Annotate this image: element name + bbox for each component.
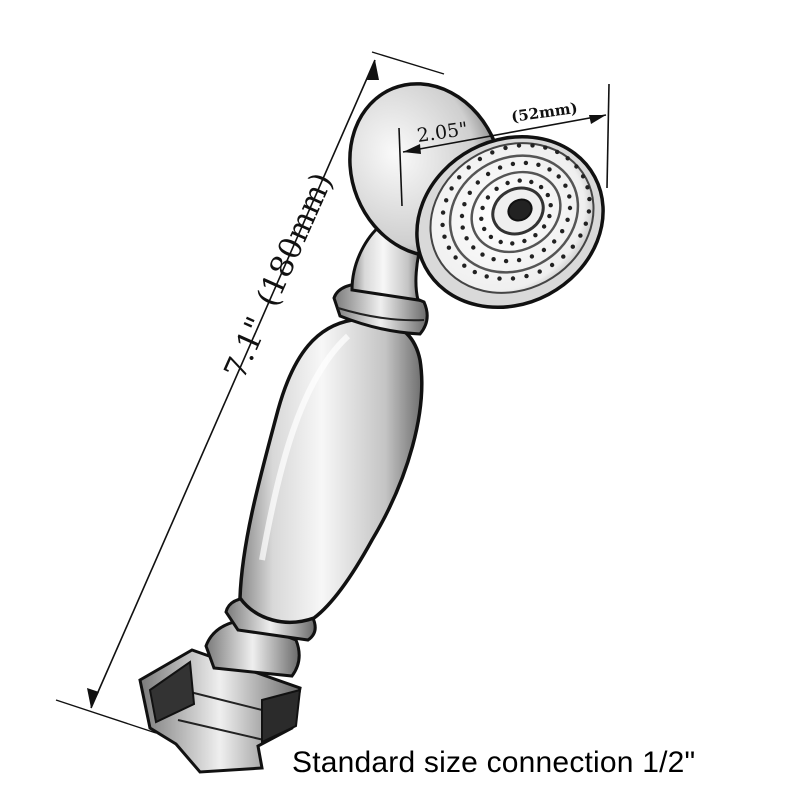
spray-nozzles — [440, 143, 592, 281]
spray-nozzle-dot — [533, 233, 538, 238]
length-metric-label: (180mm) — [250, 167, 341, 312]
spray-face — [415, 134, 605, 310]
diameter-extension-left — [398, 127, 403, 207]
spray-nozzle-dot — [541, 247, 547, 253]
diameter-dimension-line — [402, 114, 607, 153]
spray-nozzle-dot — [485, 195, 491, 200]
spray-nozzle-dot — [510, 276, 516, 281]
spray-nozzle-dot — [497, 165, 503, 170]
spray-nozzle-dot — [560, 229, 565, 234]
length-imperial-label: 7.1" — [217, 312, 276, 385]
spray-nozzle-dot — [440, 210, 446, 215]
spray-nozzle-dot — [453, 255, 458, 260]
spray-nozzle-dot — [462, 263, 467, 268]
connection-size-caption: Standard size connection 1/2" — [292, 746, 696, 779]
spray-nozzle-dot — [480, 205, 485, 211]
spray-nozzle-dot — [538, 184, 544, 190]
spray-nozzle-dot — [446, 245, 452, 250]
spray-nozzle-dot — [556, 174, 561, 179]
spray-nozzle-dot — [523, 160, 529, 166]
spray-nozzle-dot — [549, 262, 555, 268]
spray-nozzle-dot — [462, 202, 467, 207]
spray-nozzle-dot — [552, 239, 557, 244]
spray-nozzle-dot — [471, 245, 476, 250]
spray-nozzle-dot — [545, 192, 550, 198]
spray-nozzle-dot — [482, 226, 487, 232]
spray-nozzle-dot — [567, 194, 572, 199]
spray-nozzle-dot — [490, 150, 495, 155]
spray-nozzle-dot — [561, 254, 566, 259]
spray-nozzle-dot — [567, 205, 573, 211]
spray-nozzle-dot — [491, 257, 496, 262]
spray-nozzle-dot — [488, 234, 494, 240]
spray-nozzle-dot — [537, 269, 542, 274]
spray-nozzle-dot — [574, 164, 579, 169]
hose-connector — [138, 618, 302, 774]
spray-nozzle-dot — [457, 175, 462, 180]
spray-nozzle-dot — [494, 186, 499, 191]
spray-nozzle-dot — [516, 257, 522, 263]
spray-nozzle-dot — [565, 156, 570, 161]
spray-nozzle-dot — [467, 190, 472, 195]
spray-nozzle-dot — [442, 234, 447, 239]
length-extension-top — [371, 51, 445, 75]
spray-nozzle-dot — [565, 217, 570, 222]
spray-nozzle-dot — [583, 221, 588, 226]
length-arrow-top — [367, 60, 379, 80]
spray-center-nozzle — [507, 198, 533, 222]
spray-nozzle-dot — [516, 143, 522, 148]
spray-nozzle-dot — [479, 216, 484, 221]
spray-nozzle-dot — [464, 236, 469, 241]
spray-nozzle-dot — [440, 222, 445, 228]
spray-nozzle-dot — [475, 180, 480, 185]
spray-nozzle-dot — [460, 225, 465, 230]
spray-nozzle-dot — [522, 238, 527, 244]
spray-nozzle-dot — [524, 273, 529, 279]
spray-nozzle-dot — [563, 183, 568, 188]
length-arrow-bottom — [87, 688, 99, 708]
spray-nozzle-dot — [466, 165, 471, 170]
diameter-arrow-right — [589, 115, 606, 124]
spray-nozzle-dot — [548, 203, 553, 208]
spray-nozzle-dot — [530, 143, 535, 148]
spray-nozzle-dot — [536, 162, 541, 167]
spray-nozzle-dot — [547, 213, 552, 219]
length-extension-bottom — [55, 699, 157, 734]
spray-nozzle-dot — [547, 167, 552, 172]
spray-nozzle-dot — [449, 186, 454, 191]
spray-nozzle-dot — [444, 198, 449, 203]
spray-nozzle-dot — [503, 145, 508, 151]
spray-nozzle-dot — [586, 209, 592, 214]
spray-nozzle-dot — [555, 149, 560, 155]
handle — [238, 317, 424, 624]
spray-nozzle-dot — [529, 254, 535, 259]
spray-nozzle-dot — [543, 145, 548, 150]
spray-nozzle-dot — [485, 171, 491, 177]
spray-nozzle-dot — [477, 156, 483, 162]
spray-nozzle-dot — [541, 224, 547, 229]
handle-body — [238, 317, 424, 624]
spray-nozzle-dot — [480, 252, 485, 257]
diameter-arrow-left — [403, 144, 421, 154]
length-dimension-line — [90, 59, 376, 709]
spray-nozzle-dot — [497, 276, 502, 281]
spray-nozzle-dot — [498, 239, 503, 245]
spray-nozzle-dot — [570, 244, 575, 249]
spray-nozzle-dot — [580, 174, 586, 179]
spray-nozzle-dot — [587, 196, 592, 202]
spray-nozzle-dot — [472, 269, 477, 275]
spray-nozzle-dot — [510, 241, 515, 246]
spray-nozzle-dot — [510, 161, 516, 167]
spray-nozzle-dot — [459, 213, 465, 219]
diameter-extension-right — [606, 83, 610, 189]
spray-nozzle-dot — [505, 180, 510, 186]
spray-nozzle-dot — [585, 185, 590, 190]
spray-nozzle-dot — [529, 179, 534, 185]
spray-nozzle-dot — [484, 274, 489, 279]
spray-nozzle-dot — [503, 258, 509, 264]
spray-nozzle-dot — [578, 233, 583, 238]
spray-nozzle-dot — [517, 178, 522, 183]
